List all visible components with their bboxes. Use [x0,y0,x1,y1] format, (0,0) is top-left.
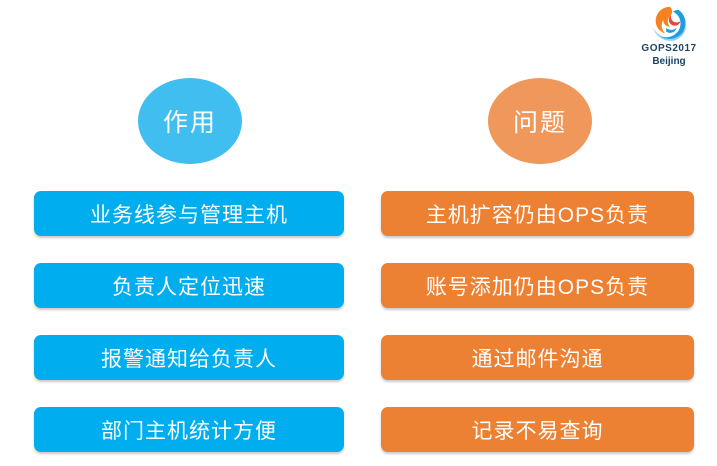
logo-text-beijing: Beijing [652,55,686,67]
benefit-bar: 业务线参与管理主机 [34,191,344,236]
logo-text-gops2017: GOPS2017 [641,43,697,54]
problem-bar: 通过邮件沟通 [381,335,694,380]
problems-header-ellipse: 问题 [488,78,592,164]
benefits-header-ellipse: 作用 [138,78,242,164]
gops-swirl-icon [650,4,688,42]
benefits-column: 业务线参与管理主机 负责人定位迅速 报警通知给负责人 部门主机统计方便 [34,191,344,452]
benefit-bar: 部门主机统计方便 [34,407,344,452]
problem-bar: 主机扩容仍由OPS负责 [381,191,694,236]
benefits-header-label: 作用 [162,109,217,137]
benefit-bar: 报警通知给负责人 [34,335,344,380]
problem-bar: 记录不易查询 [381,407,694,452]
problems-column: 主机扩容仍由OPS负责 账号添加仍由OPS负责 通过邮件沟通 记录不易查询 [381,191,694,452]
problem-bar: 账号添加仍由OPS负责 [381,263,694,308]
gops-logo: GOPS2017 Beijing [633,4,705,68]
problems-header-label: 问题 [512,109,567,137]
benefit-bar: 负责人定位迅速 [34,263,344,308]
